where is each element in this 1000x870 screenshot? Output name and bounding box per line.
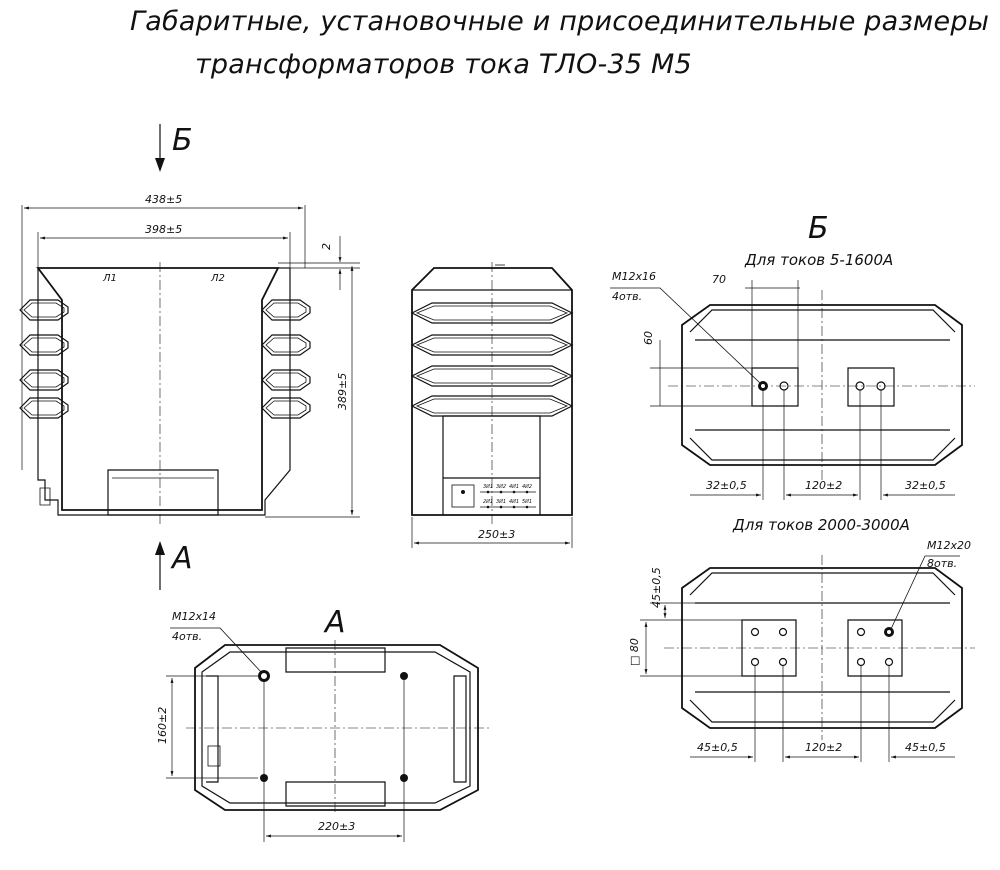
terminal-l1-label: Л1 (102, 273, 117, 284)
front-view: Б Л1 Л2 (19, 123, 360, 590)
terminal-label: 5И1 (522, 499, 532, 505)
terminal-label: 4И1 (509, 484, 519, 490)
view-b-bottom-dim-right: 45±0,5 (905, 741, 946, 754)
view-b-top-holes-note: 4отв. (612, 290, 642, 303)
view-b-top-dim-60: 60 (642, 331, 655, 345)
view-b-bottom-holes-note: 8отв. (927, 557, 957, 570)
view-b-top-dim-right: 32±0,5 (905, 479, 946, 492)
terminal-label: 3И1 (483, 484, 493, 490)
side-view: 3И1 3И2 4И1 4И2 2И1 3И1 4И1 5И1 (411, 262, 573, 548)
view-b-top: Б Для токов 5-1600А М12х16 4отв. 70 (610, 211, 975, 500)
dim-width-inner: 398±5 (145, 223, 182, 236)
view-a-dim-vertical: 160±2 (156, 707, 169, 744)
view-b-top-dim-70: 70 (712, 273, 726, 286)
view-b-bottom-dim-mid: 120±2 (805, 741, 842, 754)
view-b-bottom-dim-vertical: 45±0,5 (650, 567, 663, 608)
terminal-label: 3И2 (496, 484, 506, 490)
view-b-top-caption: Для токов 5-1600А (744, 251, 893, 269)
terminal-label: 3И1 (496, 499, 506, 505)
dim-width-outer: 438±5 (145, 193, 182, 206)
view-a-holes-note: 4отв. (172, 630, 202, 643)
terminal-label: 2И1 (483, 499, 493, 505)
title-line-1: Габаритные, установочные и присоединител… (130, 6, 990, 37)
terminal-label: 4И1 (509, 499, 519, 505)
view-a-arrow-label: А (170, 541, 193, 576)
dim-side-base: 250±3 (478, 528, 515, 541)
terminal-l2-label: Л2 (210, 273, 225, 284)
view-b-top-dim-left: 32±0,5 (706, 479, 747, 492)
side-terminals: 3И1 3И2 4И1 4И2 2И1 3И1 4И1 5И1 (480, 484, 536, 509)
view-a-label: А (323, 605, 346, 640)
view-b-bottom-dim-left: 45±0,5 (697, 741, 738, 754)
view-b-top-thread-note: М12х16 (612, 270, 656, 283)
terminal-label: 4И2 (522, 484, 532, 490)
dim-height: 389±5 (336, 373, 349, 410)
view-a-dim-horizontal: 220±3 (318, 820, 355, 833)
view-a: А М12х14 4отв. 160±2 (156, 605, 490, 842)
view-b-bottom-body (681, 567, 963, 729)
front-body (36, 267, 280, 511)
view-a-body (194, 644, 479, 811)
view-b-top-dim-mid: 120±2 (805, 479, 842, 492)
view-a-thread-note: М12х14 (172, 610, 216, 623)
view-b-arrow-label: Б (172, 123, 193, 158)
view-b-top-body (681, 304, 963, 466)
view-b-label: Б (808, 211, 829, 246)
dim-top-gap: 2 (320, 243, 333, 250)
view-b-bottom-caption: Для токов 2000-3000А (732, 516, 910, 534)
view-b-bottom-dim-square: □ 80 (628, 638, 641, 666)
view-b-bottom: Для токов 2000-3000А М12х20 8отв. (628, 516, 975, 762)
title-line-2: трансформаторов тока ТЛО-35 М5 (195, 49, 692, 80)
view-b-bottom-thread-note: М12х20 (927, 539, 971, 552)
